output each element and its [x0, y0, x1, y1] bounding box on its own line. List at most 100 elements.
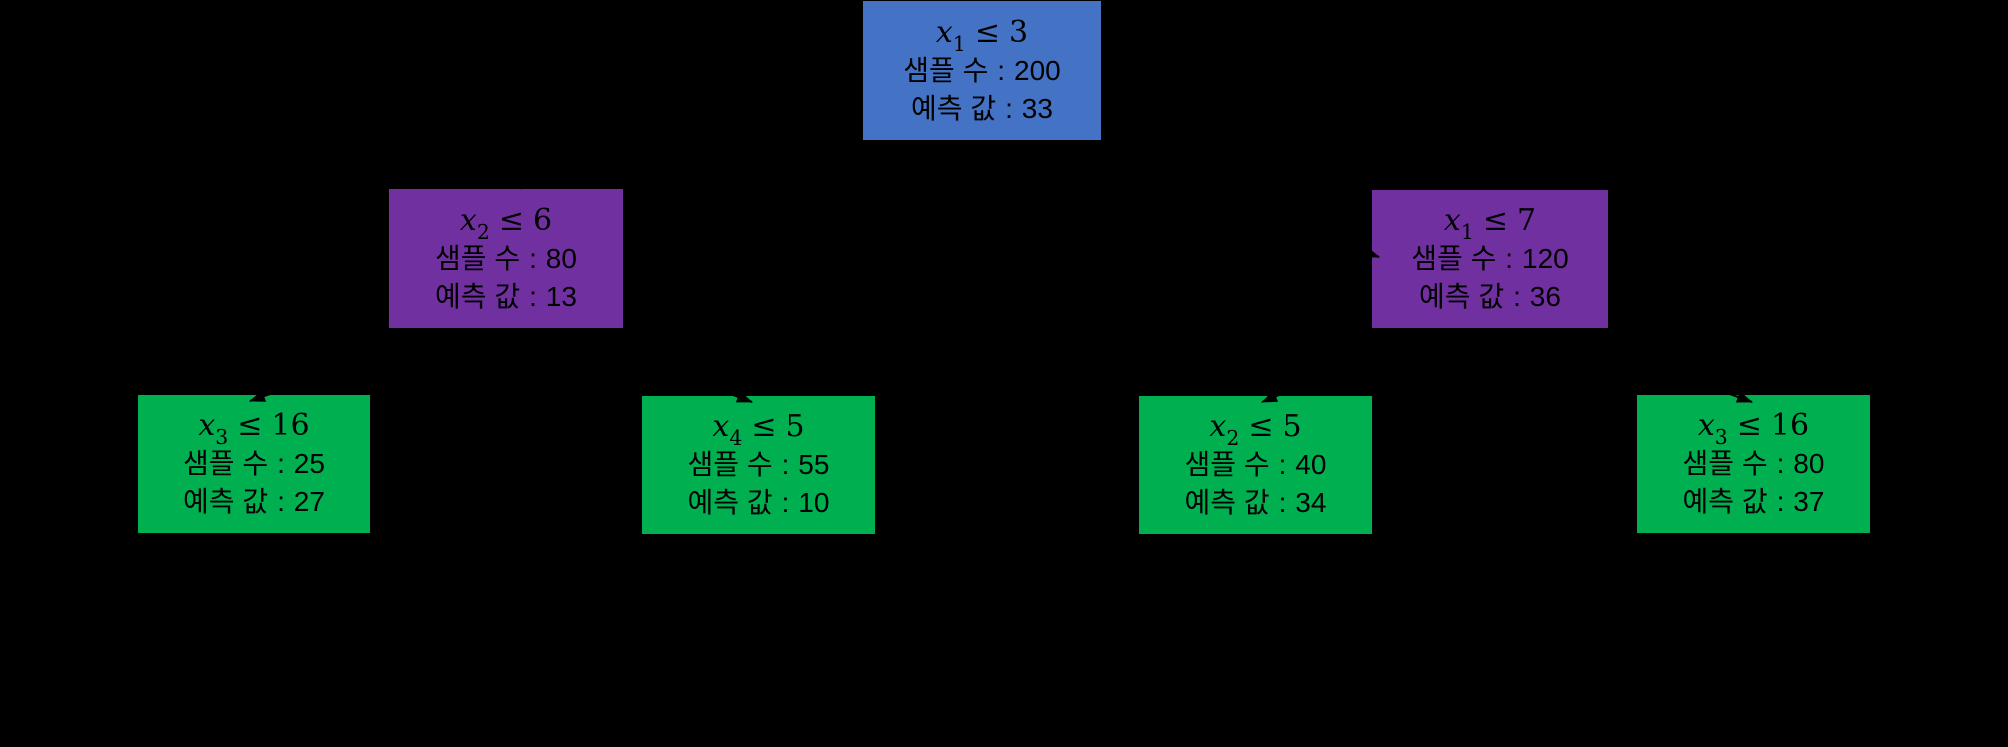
- condition-operator: ≤: [1736, 408, 1762, 443]
- node-condition: x2 ≤5: [1209, 408, 1302, 448]
- node-samples: 샘플 수:40: [1185, 446, 1327, 484]
- node-samples: 샘플 수:120: [1411, 240, 1568, 278]
- tree-node-leaf-4: x3 ≤16 샘플 수:80 예측 값:37: [1637, 395, 1870, 533]
- prediction-label: 예측 값: [1184, 487, 1270, 518]
- condition-operator: ≤: [1482, 203, 1508, 238]
- prediction-label: 예측 값: [183, 486, 269, 517]
- node-prediction: 예측 값:34: [1185, 484, 1327, 522]
- node-prediction: 예측 값:13: [435, 278, 577, 316]
- edge-root-to-internal-left: [505, 141, 901, 190]
- prediction-label: 예측 값: [1419, 281, 1505, 312]
- prediction-value: 36: [1529, 281, 1561, 312]
- condition-variable: x: [1697, 408, 1715, 443]
- node-condition: x1 ≤7: [1443, 202, 1537, 242]
- condition-subscript: 1: [952, 31, 966, 56]
- separator: :: [1005, 92, 1013, 124]
- samples-label: 샘플 수: [903, 54, 989, 86]
- samples-value: 55: [798, 449, 830, 480]
- node-prediction: 예측 값:37: [1683, 483, 1825, 521]
- samples-value: 80: [545, 242, 577, 274]
- edge-internal-right-to-leaf-4: [1549, 328, 1753, 403]
- samples-label: 샘플 수: [1184, 449, 1270, 480]
- prediction-value: 37: [1793, 486, 1825, 517]
- condition-subscript: 3: [215, 425, 229, 450]
- node-samples: 샘플 수:25: [183, 445, 325, 483]
- node-condition: x4 ≤5: [712, 408, 805, 448]
- condition-variable: x: [459, 202, 477, 238]
- prediction-value: 27: [293, 486, 325, 517]
- condition-variable: x: [198, 408, 216, 443]
- tree-node-internal-left: x2 ≤6 샘플 수:80 예측 값:13: [389, 189, 623, 328]
- condition-variable: x: [1209, 409, 1227, 444]
- condition-subscript: 4: [729, 426, 743, 451]
- condition-variable: x: [712, 409, 730, 444]
- separator: :: [1505, 243, 1514, 274]
- condition-threshold: 5: [1282, 409, 1302, 444]
- samples-value: 25: [293, 448, 325, 479]
- tree-node-leaf-2: x4≤5 샘플 수:55 예측 값:10: [642, 396, 875, 534]
- prediction-label: 예측 값: [1682, 486, 1768, 517]
- separator: :: [529, 242, 537, 274]
- edge-internal-left-to-leaf-1: [249, 328, 461, 402]
- condition-threshold: 5: [785, 409, 805, 444]
- prediction-value: 10: [798, 487, 830, 518]
- prediction-label: 예측 값: [911, 92, 997, 124]
- samples-label: 샘플 수: [435, 242, 521, 274]
- condition-subscript: 1: [1460, 220, 1474, 245]
- condition-subscript: 2: [476, 219, 490, 244]
- edge-internal-right-to-leaf-3: [1261, 328, 1441, 403]
- condition-threshold: 16: [1770, 408, 1810, 443]
- condition-threshold: 7: [1516, 203, 1537, 238]
- prediction-label: 예측 값: [435, 280, 521, 312]
- condition-threshold: 16: [271, 408, 310, 443]
- edge-root-to-internal-right: [1059, 141, 1380, 258]
- node-prediction: 예측 값:27: [183, 483, 325, 521]
- separator: :: [1776, 486, 1785, 517]
- prediction-value: 33: [1021, 92, 1053, 124]
- node-samples: 샘플 수:80: [1683, 445, 1825, 483]
- samples-value: 120: [1522, 243, 1569, 274]
- samples-label: 샘플 수: [687, 449, 773, 480]
- condition-subscript: 3: [1714, 425, 1728, 450]
- separator: :: [1278, 487, 1287, 518]
- separator: :: [1513, 281, 1521, 312]
- prediction-value: 13: [545, 280, 577, 312]
- condition-threshold: 3: [1008, 14, 1029, 50]
- condition-operator: ≤: [751, 409, 777, 444]
- separator: :: [781, 449, 790, 480]
- node-prediction: 예측 값:36: [1419, 278, 1561, 316]
- node-condition: x3 ≤16: [198, 407, 310, 447]
- samples-label: 샘플 수: [1682, 448, 1768, 479]
- node-condition: x1 ≤3: [935, 14, 1029, 54]
- condition-operator: ≤: [237, 408, 263, 443]
- node-samples: 샘플 수:80: [435, 240, 577, 278]
- samples-value: 80: [1793, 448, 1825, 479]
- node-prediction: 예측 값:33: [911, 90, 1053, 128]
- edge-internal-left-to-leaf-2: [554, 328, 753, 403]
- samples-label: 샘플 수: [183, 448, 269, 479]
- node-samples: 샘플 수:55: [688, 446, 830, 484]
- node-condition: x2 ≤6: [459, 202, 553, 242]
- separator: :: [1776, 448, 1785, 479]
- node-condition: x3 ≤16: [1697, 407, 1810, 447]
- samples-value: 200: [1014, 54, 1061, 86]
- tree-node-internal-right: x1 ≤7 샘플 수:120 예측 값:36: [1372, 190, 1608, 328]
- condition-operator: ≤: [1248, 409, 1274, 444]
- condition-variable: x: [935, 14, 953, 50]
- separator: :: [781, 487, 790, 518]
- prediction-value: 34: [1295, 487, 1327, 518]
- tree-node-root: x1 ≤3 샘플 수:200 예측 값:33: [863, 1, 1101, 140]
- separator: :: [997, 54, 1006, 86]
- separator: :: [277, 448, 285, 479]
- condition-threshold: 6: [532, 202, 553, 238]
- condition-subscript: 2: [1226, 426, 1240, 451]
- separator: :: [529, 280, 537, 312]
- samples-value: 40: [1295, 449, 1327, 480]
- tree-node-leaf-3: x2 ≤5 샘플 수:40 예측 값:34: [1139, 396, 1372, 534]
- condition-variable: x: [1443, 203, 1461, 238]
- node-samples: 샘플 수:200: [903, 52, 1060, 90]
- separator: :: [277, 486, 285, 517]
- samples-label: 샘플 수: [1411, 243, 1497, 274]
- condition-operator: ≤: [974, 14, 1000, 50]
- condition-operator: ≤: [498, 202, 524, 238]
